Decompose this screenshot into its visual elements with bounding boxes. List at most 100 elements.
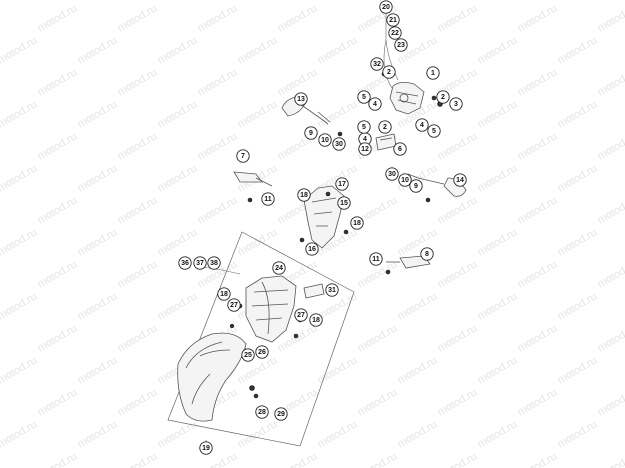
callout-label: 30 — [335, 141, 343, 148]
callout-label: 18 — [220, 291, 228, 298]
watermark-text: motod.ru — [196, 130, 240, 162]
watermark-text: motod.ru — [516, 258, 560, 290]
callout-5: 5 — [357, 90, 371, 104]
turn-signal-rear-left — [233, 171, 273, 203]
watermark-text: motod.ru — [316, 418, 360, 450]
watermark-text: motod.ru — [76, 0, 120, 3]
callout-circle — [393, 142, 407, 156]
watermark-text: motod.ru — [436, 450, 480, 468]
watermark-text: motod.ru — [156, 0, 200, 3]
watermark-text: motod.ru — [396, 354, 440, 386]
callout-23: 23 — [394, 38, 408, 52]
callout-31: 31 — [325, 283, 339, 297]
watermark-text: motod.ru — [116, 194, 160, 226]
watermark-text: motod.ru — [476, 34, 520, 66]
watermark-text: motod.ru — [156, 34, 200, 66]
watermark-text: motod.ru — [436, 2, 480, 34]
headlight-housing — [245, 275, 297, 343]
callout-32: 32 — [370, 57, 384, 71]
callout-circle — [304, 126, 318, 140]
callout-label: 32 — [373, 61, 381, 68]
watermark-text: motod.ru — [0, 162, 39, 194]
watermark-text: motod.ru — [596, 2, 625, 34]
callout-label: 18 — [312, 317, 320, 324]
watermark-text: motod.ru — [596, 130, 625, 162]
watermark-text: motod.ru — [236, 34, 280, 66]
callout-label: 23 — [397, 42, 405, 49]
callout-circle — [436, 90, 450, 104]
watermark-text: motod.ru — [76, 418, 120, 450]
callout-circle — [332, 137, 346, 151]
callout-circle — [426, 66, 440, 80]
watermark-text: motod.ru — [236, 0, 280, 3]
watermark-text: motod.ru — [356, 386, 400, 418]
watermark-text: motod.ru — [556, 0, 600, 3]
callout-24: 24 — [272, 261, 286, 275]
callout-label: 24 — [275, 265, 283, 272]
watermark-text: motod.ru — [556, 418, 600, 450]
callout-4: 4 — [415, 118, 429, 132]
callout-circle — [394, 38, 408, 52]
callout-10: 10 — [318, 133, 332, 147]
watermark-text: motod.ru — [596, 258, 625, 290]
callout-circle — [335, 177, 349, 191]
watermark-text: motod.ru — [36, 194, 80, 226]
callout-circle — [255, 345, 269, 359]
callout-label: 3 — [454, 101, 458, 108]
callout-label: 13 — [297, 96, 305, 103]
callout-label: 11 — [372, 256, 380, 263]
watermark-text: motod.ru — [476, 98, 520, 130]
turn-signal-front-right — [407, 173, 467, 203]
callout-28: 28 — [255, 405, 269, 419]
callout-label: 10 — [401, 177, 409, 184]
callout-29: 29 — [274, 407, 288, 421]
callout-label: 5 — [362, 124, 366, 131]
watermark-text: motod.ru — [516, 66, 560, 98]
watermark-text: motod.ru — [76, 226, 120, 258]
watermark-text: motod.ru — [596, 194, 625, 226]
callout-16: 16 — [305, 242, 319, 256]
callout-19: 19 — [199, 441, 213, 455]
headlight-mask — [177, 332, 247, 422]
callout-label: 4 — [420, 122, 424, 129]
callout-circle — [325, 283, 339, 297]
watermark-text: motod.ru — [36, 386, 80, 418]
callout-label: 31 — [328, 287, 336, 294]
callout-label: 6 — [398, 146, 402, 153]
headlight-bracket — [299, 185, 349, 249]
callout-label: 25 — [244, 352, 252, 359]
callout-label: 22 — [391, 30, 399, 37]
watermark-text: motod.ru — [316, 354, 360, 386]
watermark-text: motod.ru — [116, 2, 160, 34]
callout-11: 11 — [261, 192, 275, 206]
watermark-text: motod.ru — [356, 322, 400, 354]
watermark-text: motod.ru — [596, 450, 625, 468]
watermark-text: motod.ru — [36, 322, 80, 354]
watermark-text: motod.ru — [196, 194, 240, 226]
watermark-text: motod.ru — [556, 226, 600, 258]
callout-circle — [297, 188, 311, 202]
callout-label: 17 — [338, 181, 346, 188]
callout-2: 2 — [436, 90, 450, 104]
callout-6: 6 — [393, 142, 407, 156]
watermark-text: motod.ru — [396, 290, 440, 322]
callout-label: 36 — [181, 260, 189, 267]
callout-5: 5 — [427, 124, 441, 138]
callout-circle — [207, 256, 221, 270]
callout-circle — [386, 13, 400, 27]
callout-circle — [453, 173, 467, 187]
watermark-text: motod.ru — [0, 98, 39, 130]
callout-5: 5 — [357, 120, 371, 134]
callout-37: 37 — [193, 256, 207, 270]
callout-circle — [368, 97, 382, 111]
watermark-text: motod.ru — [36, 2, 80, 34]
callout-label: 28 — [258, 409, 266, 416]
watermark-text: motod.ru — [156, 418, 200, 450]
callout-label: 27 — [230, 302, 238, 309]
callout-18: 18 — [217, 287, 231, 301]
watermark-text: motod.ru — [436, 130, 480, 162]
watermark-text: motod.ru — [476, 0, 520, 3]
callout-label: 19 — [202, 445, 210, 452]
callout-label: 12 — [361, 146, 369, 153]
callout-circle — [193, 256, 207, 270]
